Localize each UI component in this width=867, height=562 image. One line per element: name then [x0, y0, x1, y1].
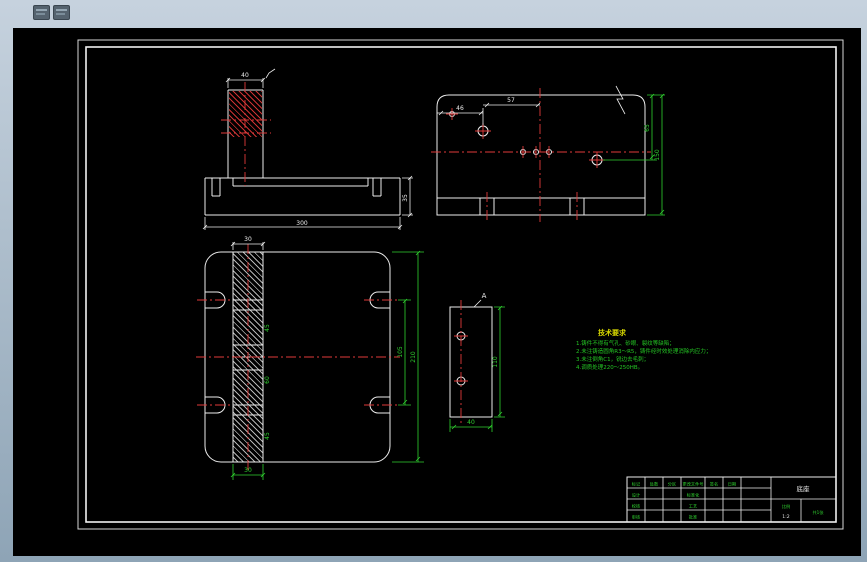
dim-front-top: 40 — [241, 72, 249, 79]
titlebar-icon-2[interactable] — [53, 5, 70, 20]
front-hidden-lines — [221, 119, 271, 134]
view-front-section: 40 300 35 — [202, 68, 413, 230]
surface-finish-icon — [265, 68, 276, 79]
dim-plan-height: 210 — [410, 351, 417, 363]
side-outline — [449, 306, 493, 418]
sheet-frame — [77, 39, 844, 530]
view-top: 46 57 65 150 — [431, 85, 665, 222]
dim-top-right-inner: 65 — [644, 124, 651, 132]
tb-cell: 签名 — [710, 481, 718, 488]
dim-band-seg-3: 45 — [264, 432, 271, 440]
dim-top-right-outer: 150 — [654, 149, 661, 161]
dim-side-height: 110 — [492, 356, 499, 368]
tb-check: 校核 — [632, 503, 641, 510]
top-slots — [479, 198, 585, 215]
tb-cell: 更改文件号 — [683, 481, 704, 488]
plan-slot-centerlines — [197, 299, 398, 406]
tb-craft: 工艺 — [689, 504, 697, 509]
drawing-svg: 40 300 35 — [77, 39, 844, 530]
tech-title: 技术要求 — [598, 328, 627, 337]
tb-sheet: 共1张 — [812, 509, 824, 516]
dim-front-bottom: 300 — [296, 220, 308, 227]
view-side-strip: 40 110 A — [449, 292, 505, 432]
dim-top-left: 46 — [456, 105, 464, 112]
tech-line: 4.调质处理220～250HB。 — [576, 363, 643, 371]
icon-glyph — [36, 13, 45, 15]
break-line-icon — [615, 85, 626, 115]
dim-front-right: 35 — [402, 194, 409, 202]
tech-line: 2.未注铸造圆角R3～R5，铸件经时效处理消除内应力； — [576, 347, 711, 355]
tech-line: 1.铸件不得有气孔、砂眼、裂纹等缺陷； — [576, 339, 675, 347]
tb-approve: 批准 — [689, 514, 697, 521]
tb-design: 设计 — [632, 492, 640, 499]
tb-cell: 日期 — [728, 482, 736, 488]
tb-scale: 1:2 — [782, 514, 789, 520]
dim-band-bottom: 30 — [244, 467, 252, 474]
slot-centerlines — [486, 192, 578, 222]
front-outline — [204, 89, 401, 216]
view-label: A — [482, 292, 487, 300]
view-plan: 30 105 210 30 45 60 45 — [196, 236, 424, 480]
icon-glyph — [56, 9, 67, 11]
dim-band-seg-1: 45 — [264, 324, 271, 332]
dim-slot-span: 105 — [397, 346, 404, 358]
dim-band-seg-2: 60 — [264, 376, 271, 384]
dim-band-top: 30 — [244, 236, 252, 243]
top-outline — [436, 94, 646, 216]
dim-side-width: 40 — [467, 419, 475, 426]
tb-audit: 审核 — [632, 514, 641, 521]
dim-top-mid: 57 — [507, 97, 515, 104]
tech-line: 3.未注倒角C1，锐边去毛刺； — [576, 355, 649, 363]
tb-scale-label: 比例 — [782, 503, 790, 510]
side-hole-crosses — [454, 335, 468, 382]
tb-std: 标准化 — [687, 492, 700, 499]
drawing-canvas[interactable]: 40 300 35 — [13, 28, 861, 556]
tb-cell: 标记 — [632, 481, 641, 488]
tb-part-name: 底座 — [797, 484, 811, 493]
icon-glyph — [36, 9, 47, 11]
hole-crosses — [446, 108, 605, 168]
title-block: 标记 处数 分区 更改文件号 签名 日期 设计 校核 审核 标准化 工艺 批准 … — [626, 476, 837, 523]
tech-requirements: 技术要求 1.铸件不得有气孔、砂眼、裂纹等缺陷； 2.未注铸造圆角R3～R5，铸… — [576, 328, 711, 371]
tb-cell: 处数 — [650, 481, 659, 488]
tb-cell: 分区 — [668, 481, 676, 488]
icon-glyph — [56, 13, 65, 15]
titlebar-icon-1[interactable] — [33, 5, 50, 20]
